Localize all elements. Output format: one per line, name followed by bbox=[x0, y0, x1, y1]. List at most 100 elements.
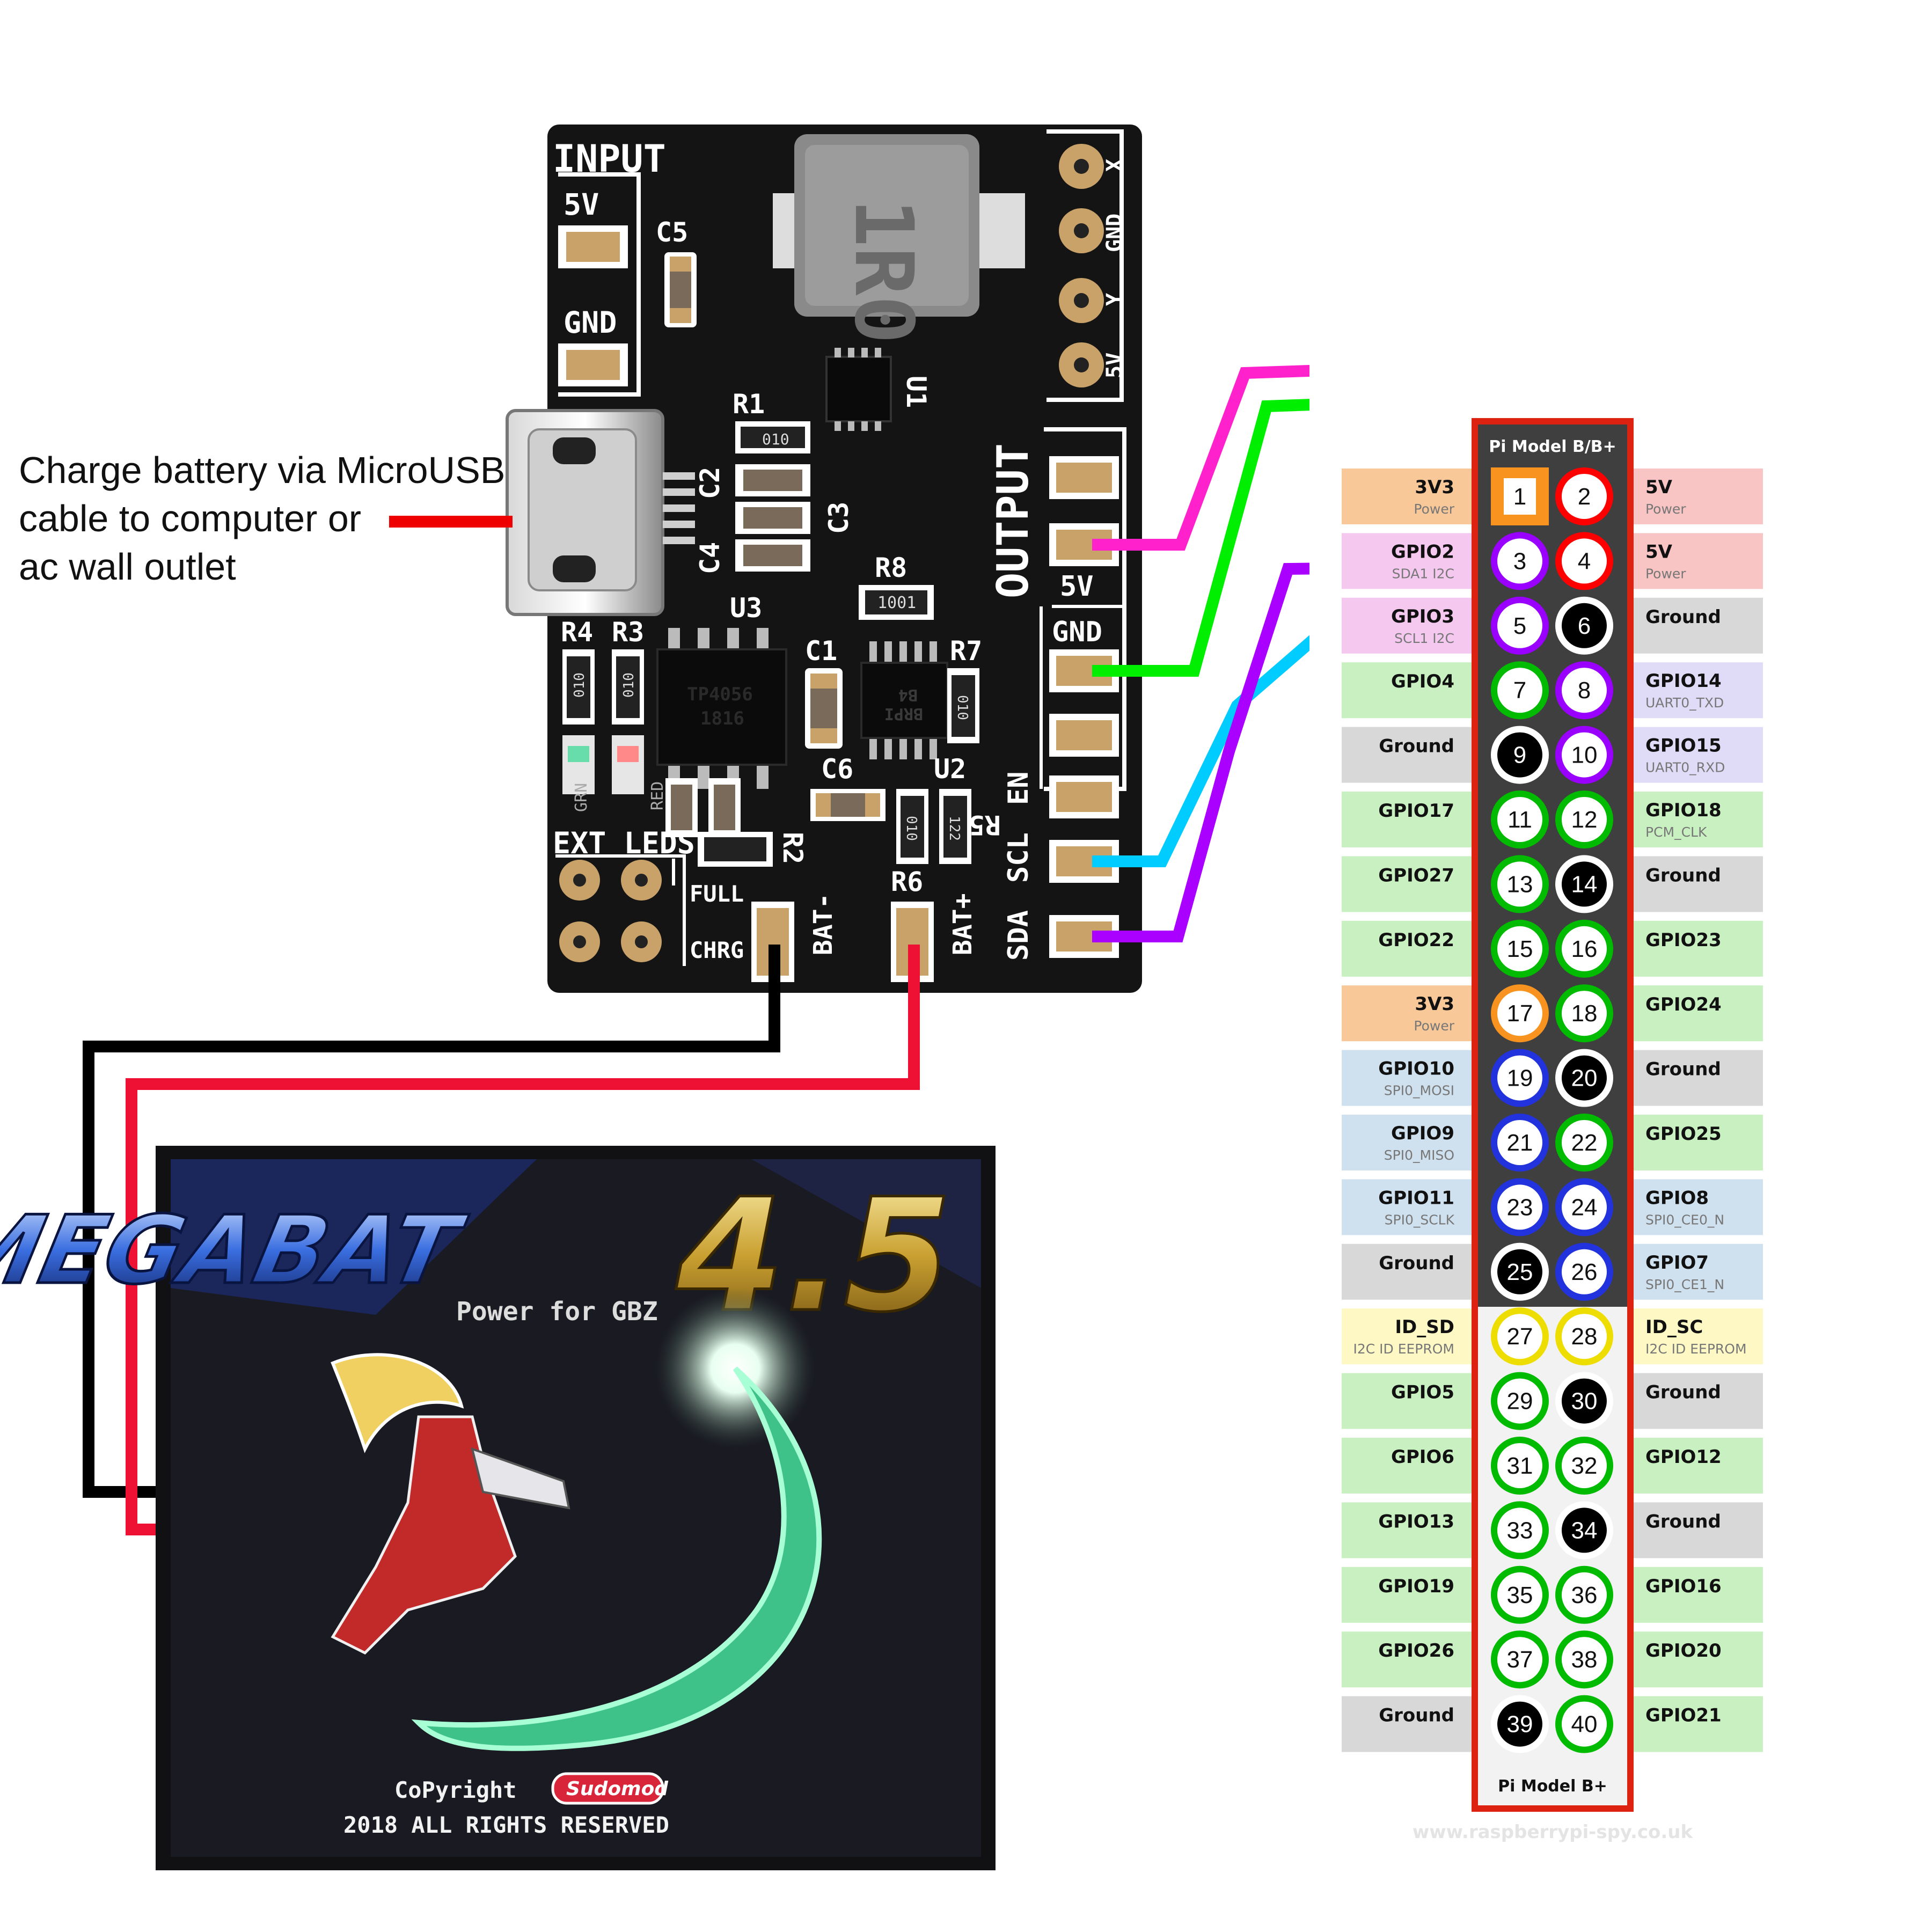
pin-label-bg-4 bbox=[1633, 533, 1763, 589]
chip-u2-line2: BRPI bbox=[884, 704, 923, 723]
pin-circle-6 bbox=[1562, 603, 1607, 648]
pin-circle-20 bbox=[1562, 1055, 1607, 1101]
pin-sub-2: Power bbox=[1645, 501, 1686, 517]
pcb-label-bat-plus: BAT+ bbox=[948, 893, 978, 955]
pin-circle-31 bbox=[1497, 1443, 1542, 1488]
res-code-r6: 010 bbox=[903, 816, 919, 841]
pin-label-bg-27 bbox=[1342, 1308, 1473, 1365]
pin-number-5: 5 bbox=[1513, 613, 1526, 639]
inductor-label: 1R0 bbox=[837, 199, 930, 344]
pcb-ref-c5: C5 bbox=[656, 217, 688, 248]
pin-label-bg-15 bbox=[1342, 920, 1473, 977]
pin-sub-3: SDA1 I2C bbox=[1392, 566, 1454, 581]
pin-label-bg-32 bbox=[1633, 1438, 1763, 1494]
pcb-ref-r1: R1 bbox=[733, 389, 765, 420]
pin-number-4: 4 bbox=[1578, 548, 1591, 574]
pin-name-34: Ground bbox=[1645, 1511, 1721, 1532]
pcb-ref-r5: R5 bbox=[969, 809, 1001, 840]
pin-circle-30 bbox=[1562, 1378, 1607, 1424]
pin-label-bg-39 bbox=[1342, 1696, 1473, 1752]
pin-label-bg-3 bbox=[1342, 533, 1473, 589]
megabat-pcb: INPUT 5V GND 1R0 C5 U1 R1 C2 C3 C4 bbox=[506, 125, 1202, 993]
pin-circle-39 bbox=[1497, 1701, 1542, 1747]
pin-label-bg-16 bbox=[1633, 920, 1763, 977]
pcb-label-input: INPUT bbox=[553, 137, 666, 181]
pin-label-bg-12 bbox=[1633, 792, 1763, 847]
annotation-line-1: Charge battery via MicroUSB bbox=[19, 449, 505, 491]
pcb-board bbox=[547, 125, 1142, 993]
pcb-ref-c2: C2 bbox=[694, 467, 726, 499]
pcb-label-bat-minus: BAT- bbox=[808, 893, 838, 955]
pin-name-39: Ground bbox=[1379, 1705, 1454, 1726]
wire-bat-minus bbox=[83, 945, 780, 1498]
pin-circle-3 bbox=[1497, 538, 1542, 584]
annotation-line-2: cable to computer or bbox=[19, 497, 361, 539]
pin-label-bg-30 bbox=[1633, 1373, 1763, 1429]
chip-u3-line2: 1816 bbox=[700, 708, 744, 729]
pin-number-29: 29 bbox=[1507, 1388, 1533, 1415]
pin-circle-24 bbox=[1562, 1184, 1607, 1230]
pin-number-9: 9 bbox=[1513, 742, 1526, 769]
pin-sub-1: Power bbox=[1414, 501, 1454, 517]
pin-number-32: 32 bbox=[1571, 1453, 1598, 1479]
pin-circle-25 bbox=[1497, 1249, 1542, 1294]
pin-label-bg-14 bbox=[1633, 856, 1763, 912]
res-code-r5: 122 bbox=[946, 816, 962, 841]
pin-name-20: Ground bbox=[1645, 1059, 1721, 1080]
pin-label-bg-26 bbox=[1633, 1243, 1763, 1300]
pin-label-bg-33 bbox=[1342, 1502, 1473, 1558]
pin-label-bg-21 bbox=[1342, 1115, 1473, 1170]
pin-circle-26 bbox=[1562, 1249, 1607, 1294]
pin-name-2: 5V bbox=[1645, 477, 1673, 498]
stick-pin-gnd: GND bbox=[1102, 214, 1127, 252]
pcb-ref-c4: C4 bbox=[694, 542, 726, 574]
splash-rights: 2018 ALL RIGHTS RESERVED bbox=[343, 1812, 669, 1838]
pin-number-28: 28 bbox=[1571, 1323, 1598, 1350]
pin-number-35: 35 bbox=[1507, 1582, 1533, 1608]
pin-circle-35 bbox=[1497, 1572, 1542, 1618]
pin-name-23: GPIO11 bbox=[1378, 1187, 1454, 1209]
pin-circle-28 bbox=[1562, 1314, 1607, 1359]
pin-label-bg-6 bbox=[1633, 597, 1763, 654]
pin-label-bg-38 bbox=[1633, 1631, 1763, 1688]
chip-u1 bbox=[825, 356, 892, 422]
pin-name-37: GPIO26 bbox=[1378, 1640, 1454, 1662]
splash-logo: MEGABAT bbox=[0, 1196, 474, 1305]
pin-number-33: 33 bbox=[1507, 1517, 1533, 1543]
pin-label-bg-8 bbox=[1633, 662, 1763, 719]
megabat-splash-screen: MEGABAT 4.5 Power for GBZ CoPyright Sudo… bbox=[0, 1146, 996, 1870]
pin-number-13: 13 bbox=[1507, 871, 1533, 897]
pin-sub-19: SPI0_MOSI bbox=[1384, 1083, 1454, 1099]
pin-label-bg-28 bbox=[1633, 1308, 1763, 1365]
gpio-header-bottom: Pi Model B+ bbox=[1498, 1777, 1607, 1796]
pin-number-2: 2 bbox=[1578, 484, 1591, 510]
pin-name-35: GPIO19 bbox=[1378, 1576, 1454, 1597]
pin-circle-12 bbox=[1562, 797, 1607, 842]
pin-sub-28: I2C ID EEPROM bbox=[1645, 1341, 1747, 1357]
splash-copyright: CoPyright bbox=[394, 1777, 517, 1803]
pin-number-21: 21 bbox=[1507, 1130, 1533, 1156]
pin-number-36: 36 bbox=[1571, 1582, 1598, 1608]
pin-number-7: 7 bbox=[1513, 677, 1526, 704]
pin-label-bg-24 bbox=[1633, 1179, 1763, 1235]
pin-number-1: 1 bbox=[1513, 484, 1526, 510]
pin-number-12: 12 bbox=[1571, 807, 1598, 833]
pin-number-22: 22 bbox=[1571, 1130, 1598, 1156]
pin-name-4: 5V bbox=[1645, 541, 1673, 562]
pin-number-17: 17 bbox=[1507, 1000, 1533, 1027]
pin-label-bg-31 bbox=[1342, 1438, 1473, 1494]
pin-name-11: GPIO17 bbox=[1378, 800, 1454, 822]
pin-number-40: 40 bbox=[1571, 1711, 1598, 1738]
pin-name-31: GPIO6 bbox=[1391, 1446, 1454, 1468]
pin-name-19: GPIO10 bbox=[1378, 1058, 1454, 1080]
pin-label-bg-11 bbox=[1342, 792, 1473, 847]
pcb-label-ext-leds: EXT LEDS bbox=[553, 826, 695, 860]
saber-arc bbox=[411, 1366, 822, 1751]
pin-label-bg-9 bbox=[1342, 727, 1473, 783]
pin-number-31: 31 bbox=[1507, 1453, 1533, 1479]
res-code-r7: 010 bbox=[954, 695, 970, 720]
pin-circle-37 bbox=[1497, 1637, 1542, 1682]
